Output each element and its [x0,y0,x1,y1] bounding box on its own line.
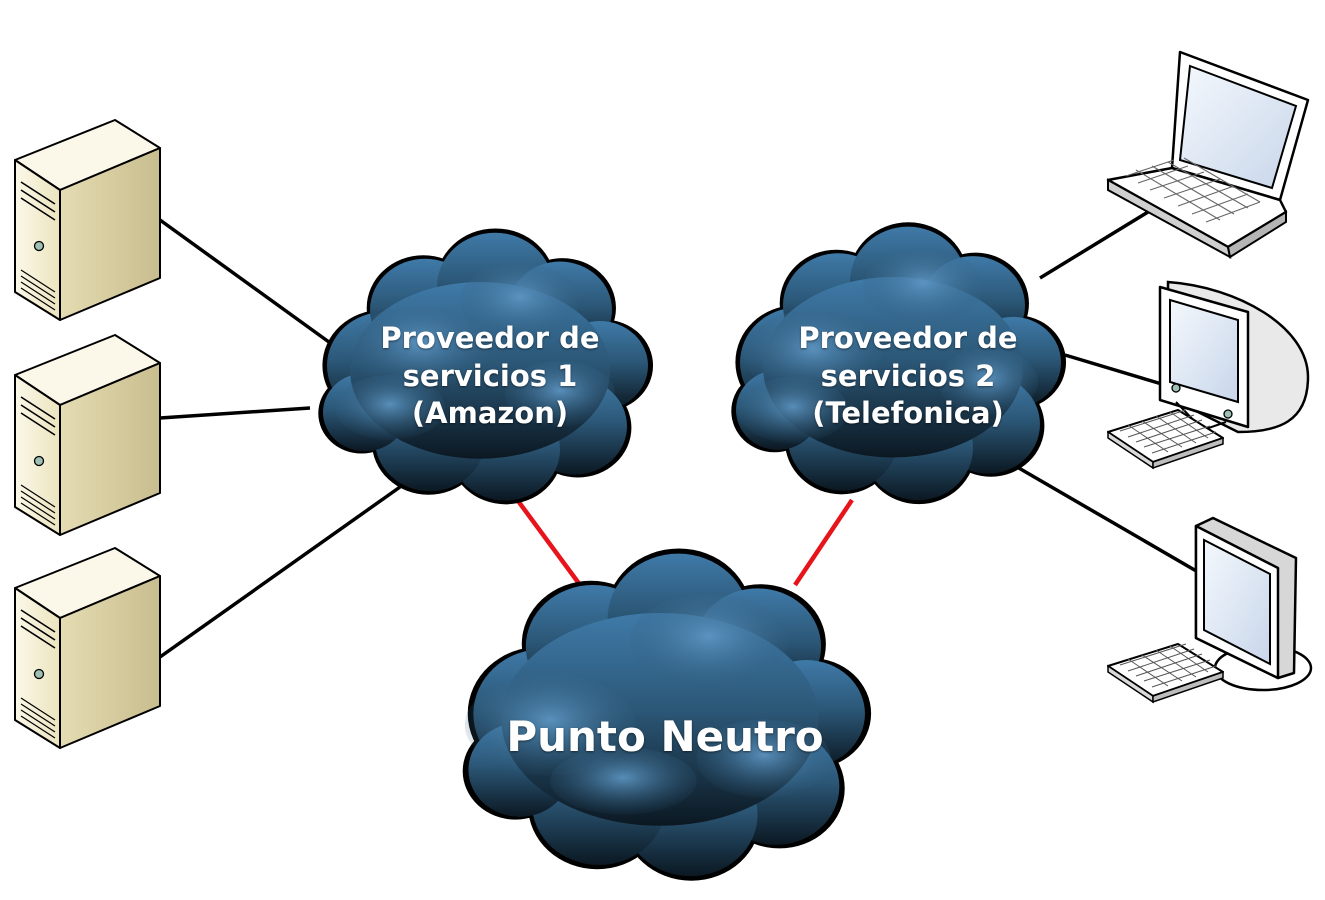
link-provider2-crt [1064,353,1166,387]
link-server2-provider1 [159,406,311,420]
link-server3-provider1 [158,485,402,659]
cloud-label-provider-2: Proveedor de servicios 2 (Telefonica) [798,321,1018,431]
cloud-neutral-point [462,548,872,881]
connections [158,210,1199,659]
cloud-provider-1 [318,228,654,505]
lcd-monitor-icon [1107,516,1313,703]
link-provider2-laptop [1039,210,1149,280]
server-icon [14,547,161,749]
server-icon [14,119,161,321]
crt-monitor-icon [1107,280,1310,469]
laptop-icon [1106,50,1310,259]
cloud-provider-2 [731,222,1067,505]
cloud-label-provider-1: Proveedor de servicios 1 (Amazon) [380,321,600,431]
server-icon [14,334,161,536]
link-provider2-lcd [1004,458,1199,574]
link-server1-provider1 [158,218,342,352]
cloud-label-neutral-point: Punto Neutro [506,712,824,761]
link-provider2-neutral [793,498,854,587]
